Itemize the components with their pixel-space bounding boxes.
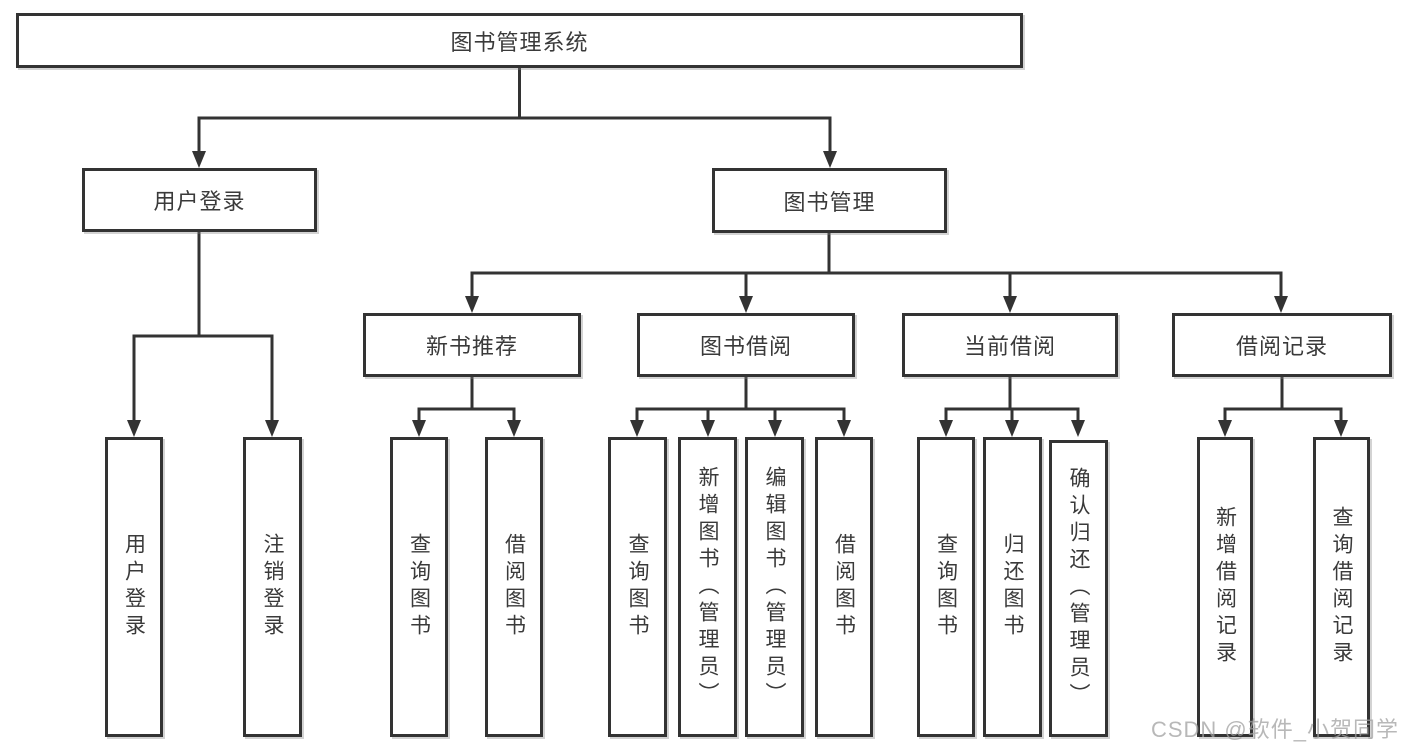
leaf-label: 查询图书: [626, 533, 649, 641]
node-user-login: 用户登录: [82, 168, 317, 232]
node-label: 图书管理系统: [450, 29, 589, 55]
leaf-label: 确认归还（管理员）: [1067, 467, 1090, 710]
node-label: 图书借阅: [699, 334, 792, 359]
leaf-label: 查询借阅记录: [1330, 506, 1353, 668]
node-root: 图书管理系统: [16, 13, 1023, 68]
node-current-borrow: 当前借阅: [902, 313, 1118, 377]
node-label: 当前借阅: [963, 334, 1056, 359]
leaf-label: 新增图书（管理员）: [696, 465, 719, 709]
leaf-label: 新增借阅记录: [1213, 506, 1237, 668]
node-label: 图书管理: [783, 189, 876, 215]
node-book-borrow: 图书借阅: [637, 313, 855, 377]
node-label: 用户登录: [153, 189, 246, 214]
leaf-label: 借阅图书: [832, 533, 856, 641]
leaf-add-books-admin: 新增图书（管理员）: [678, 437, 737, 737]
csdn-watermark: CSDN @软件_小贺同学: [1150, 717, 1399, 742]
leaf-label: 用户登录: [122, 533, 146, 641]
leaf-label: 归还图书: [1001, 533, 1024, 641]
node-label: 新书推荐: [425, 334, 518, 359]
node-borrow-records: 借阅记录: [1172, 313, 1392, 377]
leaf-borrow-books-recommend: 借阅图书: [485, 437, 543, 737]
leaf-query-books-current: 查询图书: [917, 437, 975, 737]
node-book-management: 图书管理: [712, 168, 947, 233]
leaf-add-borrow-record: 新增借阅记录: [1197, 437, 1253, 737]
leaf-borrow-books: 借阅图书: [815, 437, 873, 737]
leaf-query-borrow-record: 查询借阅记录: [1313, 437, 1370, 737]
leaf-label: 查询图书: [934, 533, 958, 641]
leaf-label: 查询图书: [407, 533, 431, 641]
leaf-label: 借阅图书: [502, 533, 526, 641]
leaf-user-login: 用户登录: [105, 437, 163, 737]
leaf-query-books-recommend: 查询图书: [390, 437, 448, 737]
leaf-label: 注销登录: [261, 533, 284, 641]
leaf-edit-books-admin: 编辑图书（管理员）: [745, 437, 804, 737]
leaf-return-books: 归还图书: [983, 437, 1042, 737]
leaf-logout: 注销登录: [243, 437, 302, 737]
leaf-label: 编辑图书（管理员）: [763, 465, 786, 709]
node-new-book-recommend: 新书推荐: [363, 313, 581, 377]
leaf-query-books-borrow: 查询图书: [608, 437, 667, 737]
leaf-confirm-return-admin: 确认归还（管理员）: [1049, 440, 1108, 737]
node-label: 借阅记录: [1235, 334, 1328, 359]
